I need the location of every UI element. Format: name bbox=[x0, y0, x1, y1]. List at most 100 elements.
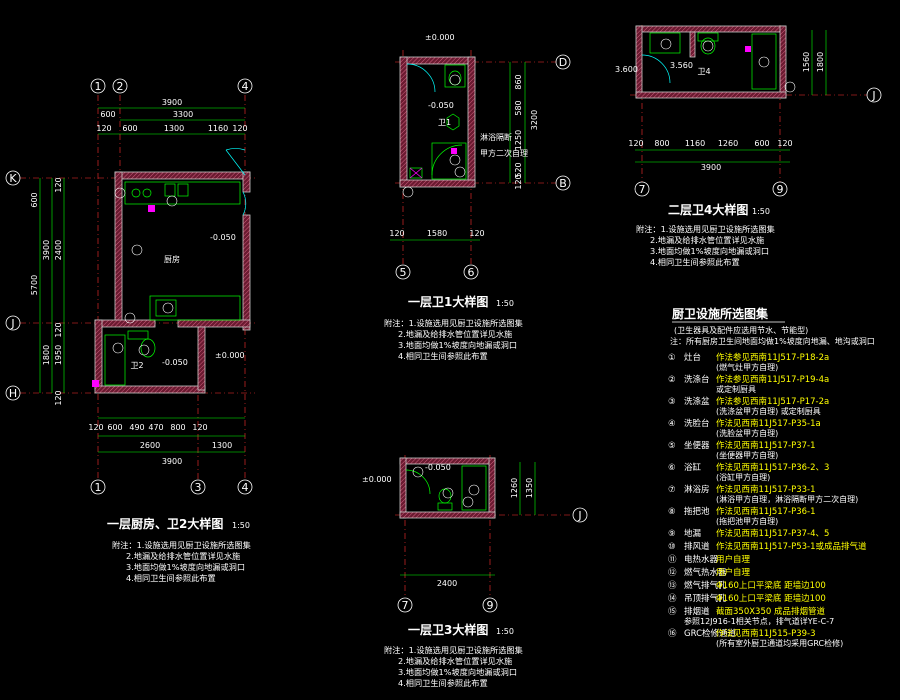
legend-item-name: 地漏 bbox=[684, 528, 702, 539]
plan-note: 附注：1.设施选用见厨卫设施所选图集 bbox=[384, 645, 523, 655]
legend-item-name: 排烟道 bbox=[684, 606, 710, 617]
plan-note: 4.相同卫生间参照此布置 bbox=[398, 678, 488, 688]
dimension-text: 520 bbox=[514, 162, 523, 177]
dimension-text: 860 bbox=[514, 74, 523, 89]
plan-note: 2.地漏及给排水管位置详见水施 bbox=[650, 235, 764, 245]
dimension-text: 1560 bbox=[802, 52, 811, 72]
dimension-text: 120 bbox=[389, 229, 404, 238]
dimension-text: 800 bbox=[654, 139, 669, 148]
room-label: 卫2 bbox=[130, 361, 143, 370]
legend-item-name: 拖把池 bbox=[684, 506, 710, 517]
elevation-mark: 3.560 bbox=[670, 61, 693, 70]
grid-label: J bbox=[577, 509, 581, 522]
legend-item-number: ⑭ bbox=[668, 594, 677, 604]
legend-item-number: ⑬ bbox=[668, 581, 677, 591]
grid-label: 7 bbox=[402, 599, 409, 612]
dimension-text: 3900 bbox=[701, 163, 721, 172]
dimension-text: 3900 bbox=[162, 457, 182, 466]
legend-item-desc: Φ160上口平梁底 距墙边100 bbox=[716, 593, 826, 604]
legend-item-sub: (浴缸甲方自理) bbox=[716, 472, 770, 482]
grid-label: 1 bbox=[95, 481, 102, 494]
dimension-text: 120 bbox=[232, 124, 247, 133]
legend-item-number: ⑯ bbox=[668, 629, 677, 639]
legend-item-number: ② bbox=[668, 375, 676, 385]
legend-item-desc: 作法见西南11J517-P36-2、3 bbox=[716, 462, 829, 473]
dimension-text: 120 bbox=[96, 124, 111, 133]
legend-item-sub: (所有室外厨卫通道均采用GRC检修) bbox=[716, 638, 843, 648]
grid-label: B bbox=[559, 177, 567, 190]
legend-intro: (卫生器具及配件应选用节水、节能型) bbox=[674, 325, 808, 335]
dimension-text: 1160 bbox=[685, 139, 705, 148]
legend-item-desc: 作法见西南11J517-P53-1或成品排气道 bbox=[716, 541, 867, 552]
dimension-text: 1300 bbox=[212, 441, 232, 450]
elevation-mark: -0.050 bbox=[425, 463, 451, 472]
legend-item-number: ⑥ bbox=[668, 463, 676, 473]
plan-note: 4.相同卫生间参照此布置 bbox=[126, 573, 216, 583]
callout-text: 淋浴隔断 bbox=[480, 132, 512, 142]
grid-label: J bbox=[10, 317, 14, 330]
legend-item-desc: 作法见西南11J517-P37-1 bbox=[716, 440, 816, 451]
legend-item-desc: 作法见西南11J517-P35-1a bbox=[716, 418, 821, 429]
dimension-text: 120 bbox=[192, 423, 207, 432]
dimension-text: 5700 bbox=[30, 275, 39, 295]
dimension-text: 470 bbox=[148, 423, 163, 432]
dimension-text: 800 bbox=[170, 423, 185, 432]
plan-note: 3.地面均做1%坡度向地漏或洞口 bbox=[650, 246, 769, 256]
plan-scale: 1:50 bbox=[752, 207, 770, 216]
elevation-mark: ±0.000 bbox=[425, 33, 455, 42]
dimension-text: 120 bbox=[88, 423, 103, 432]
dimension-text: 2600 bbox=[140, 441, 160, 450]
plan-scale: 1:50 bbox=[496, 299, 514, 308]
legend-item-number: ⑪ bbox=[668, 555, 677, 565]
grid-label: 9 bbox=[487, 599, 494, 612]
room-label: 卫1 bbox=[438, 118, 451, 127]
plan-scale: 1:50 bbox=[496, 627, 514, 636]
dimension-text: 120 bbox=[54, 322, 63, 337]
callout-text: 甲方二次自理 bbox=[480, 148, 528, 158]
legend-item-sub: (淋浴甲方自理，淋浴隔断甲方二次自理) bbox=[716, 494, 858, 504]
dimension-text: 1160 bbox=[208, 124, 228, 133]
legend-item-name: 灶台 bbox=[684, 352, 701, 363]
grid-label: 2 bbox=[117, 80, 124, 93]
dimension-text: 1250 bbox=[514, 130, 523, 150]
legend-item-name: 浴缸 bbox=[684, 462, 702, 473]
legend-item-number: ⑮ bbox=[668, 607, 677, 617]
legend-item-number: ⑫ bbox=[668, 568, 677, 578]
legend-item-name: GRC检修通道 bbox=[684, 628, 737, 639]
legend-item-desc: 作法参见西南11J517-P17-2a bbox=[716, 396, 829, 407]
grid-label: 4 bbox=[242, 481, 249, 494]
room-label: 卫4 bbox=[697, 67, 710, 76]
grid-label: J bbox=[871, 89, 875, 102]
dimension-text: 120 bbox=[469, 229, 484, 238]
legend-item-sub: 或定制厨具 bbox=[716, 384, 756, 394]
grid-label: 6 bbox=[468, 266, 475, 279]
legend-item-sub: (洗脸盆甲方自理) bbox=[716, 428, 778, 438]
legend-item-number: ① bbox=[668, 353, 676, 363]
legend-item-name: 电热水器 bbox=[684, 554, 719, 565]
dimension-text: 1580 bbox=[427, 229, 447, 238]
grid-label: 4 bbox=[242, 80, 249, 93]
plan-note: 附注：1.设施选用见厨卫设施所选图集 bbox=[636, 224, 775, 234]
legend-item-name: 坐便器 bbox=[684, 440, 710, 451]
elevation-mark: -0.050 bbox=[210, 233, 236, 242]
plan-kitchen-toilet2 bbox=[5, 78, 255, 495]
grid-label: H bbox=[9, 387, 17, 400]
dimension-text: 120 bbox=[777, 139, 792, 148]
dimension-text: 490 bbox=[129, 423, 144, 432]
legend-item-desc: 作法见西南11J517-P33-1 bbox=[716, 484, 816, 495]
dimension-text: 600 bbox=[107, 423, 122, 432]
legend-item-number: ④ bbox=[668, 419, 676, 429]
legend-item-name: 燃气热水器 bbox=[684, 567, 727, 578]
dimension-text: 1260 bbox=[718, 139, 738, 148]
plan-toilet1 bbox=[390, 50, 571, 280]
dimension-text: 2400 bbox=[54, 240, 63, 260]
dimension-text: 1800 bbox=[816, 52, 825, 72]
dimension-text: 120 bbox=[514, 174, 523, 189]
dimension-text: 1800 bbox=[42, 345, 51, 365]
legend-item-desc: Φ160上口平梁底 距墙边100 bbox=[716, 580, 826, 591]
dimension-text: 1950 bbox=[54, 345, 63, 365]
legend-item-number: ⑧ bbox=[668, 507, 676, 517]
legend-item-number: ⑩ bbox=[668, 542, 676, 552]
